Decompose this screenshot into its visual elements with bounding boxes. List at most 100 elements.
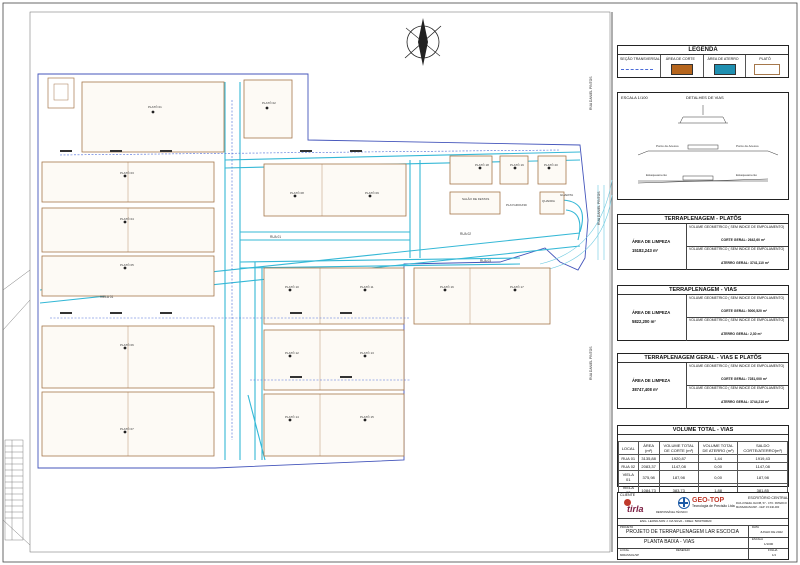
street-label: RUA DANIEL PINTOS [589,346,593,380]
project-label: PROJETO [620,525,634,529]
plateau-label: PLATÔ 05 [120,262,134,267]
geral-vol2: VOLUME GEOMETRICO ( SEM INDICE DE EMPOLA… [689,386,785,390]
plateau-label: PLATÔ 10 [285,284,299,289]
street-label: VIELA 01 [100,295,114,299]
street-label: RUA DANIEL PINTOS [597,191,601,225]
vias-vol1: VOLUME GEOMETRICO ( SEM INDICE DE EMPOLA… [689,296,785,300]
north-arrow-icon [404,18,442,66]
area-label: PLAYGROUND [506,203,528,207]
title-block: CLIENTE tirla RESPONSÁVEL TÉCNICO GEO-TO… [617,492,789,560]
sheet-value: 1/4 [772,553,776,557]
date-value: JUNHO DE 2022 [760,530,783,534]
plateau-label: PLATÔ 06 [120,342,134,347]
plateau-label: PLATÔ 13 [360,350,374,355]
plateau-outlines [41,79,567,457]
road-detail-panel: ESCALA 1/100 DETALHES DE VIAS Ponto de A… [617,92,789,200]
platos-vol1: VOLUME GEOMETRICO ( SEM INDICE DE EMPOLA… [689,225,785,229]
geral-area-value: 38747,408 m² [632,387,659,392]
geotop-logo-icon [678,497,690,509]
detail-label: Estaqueamento [646,173,667,177]
plateau-label: PLATÔ 19 [510,162,524,167]
street-label: RUA DANIEL PINTOS [589,76,593,110]
vias-corte: CORTE GERAL: 5000,520 m³ [721,309,767,313]
office-line: RUA JOSEFA JACOB, 57 - CTO. PATERCO [736,502,787,505]
legend-item-section: SEÇÃO TRANSVERSAL [618,55,661,77]
plateau-label: PLATÔ 18 [475,162,489,167]
office-line: MANSARAIVA/SP - CEP: 15.340-000 [736,506,780,509]
street-label: RUA 01 [270,235,281,239]
plateau-label: PLATÔ 11 [360,284,374,289]
geral-title: TERRAPLENAGEM GERAL - VIAS E PLATÔS [618,354,788,363]
plateau-pin-icons [123,106,551,434]
plateau-label: PLATÔ 08 [290,190,304,195]
plateau-label: PLATÔ 17 [510,284,524,289]
street-label: RUA 03 [480,259,491,263]
detail-title: DETALHES DE VIAS [686,95,724,100]
detail-label: Ponto de Acesso [656,144,679,148]
geral-corte: CORTE GERAL: 7281,000 m³ [721,377,767,381]
area-label: QUADRA [542,199,555,203]
vias-aterro: ATERRO GERAL: 2,30 m³ [721,332,762,336]
drawing-frame [29,11,611,553]
volume-table-title: VOLUME TOTAL - VIAS [618,426,788,435]
area-label: GUARITA [560,193,573,197]
plateau-label: PLATÔ 07 [120,426,134,431]
platos-title: TERRAPLENAGEM - PLATÔS [618,215,788,224]
vias-vol2: VOLUME GEOMETRICO ( SEM INDICE DE EMPOLA… [689,318,785,322]
legend-item-cut: ÁREA DE CORTE [661,55,704,77]
plateau-label: PLATÔ 14 [285,414,299,419]
client-logo: tirla [624,499,650,515]
volume-table-header: LOCAL ÁREA (m²) VOLUME TOTAL DE CORTE (m… [618,441,788,455]
platos-vol2: VOLUME GEOMETRICO ( SEM INDICE DE EMPOLA… [689,247,785,251]
geral-area-label: ÁREA DE LIMPEZA [632,378,671,383]
plateau-label: PLATÔ 01 [148,104,162,109]
vias-area-label: ÁREA DE LIMPEZA [632,310,671,315]
plateau-label: PLATÔ 20 [544,162,558,167]
vias-area-value: 5822,200 m² [632,319,656,324]
platos-corte: CORTE GERAL: 2642,60 m³ [721,238,766,242]
plateau-label: PLATÔ 03 [120,170,134,175]
client-label: CLIENTE [620,493,636,497]
detail-label: Estaqueamento [736,173,757,177]
date-label: DATA [752,525,760,529]
station-marks [60,150,362,378]
volume-table: LOCAL ÁREA (m²) VOLUME TOTAL DE CORTE (m… [618,441,788,497]
site-boundary [37,73,589,469]
project-name: PROJETO DE TERRAPLENAGEM LAR ESCOCIA [626,529,739,535]
scale-value: 1/1000 [764,542,774,546]
external-road [539,179,613,271]
platos-summary-panel: TERRAPLENAGEM - PLATÔS ÁREA DE LIMPEZA 1… [617,214,789,270]
area-label: SALÃO DE FESTAS [462,196,489,201]
vias-title: TERRAPLENAGEM - VIAS [618,286,788,295]
plateau-label: PLATÔ 09 [365,190,379,195]
engineer: ENG. LEONILSON J. DA SILVA - CREA: 50637… [640,519,712,523]
plateau-label: PLATÔ 02 [262,100,276,105]
legend-panel: LEGENDA SEÇÃO TRANSVERSAL ÁREA DE CORTE … [617,45,789,78]
volume-table-panel: VOLUME TOTAL - VIAS LOCAL ÁREA (m²) VOLU… [617,425,789,497]
geral-aterro: ATERRO GERAL: 3744,210 m³ [721,400,770,404]
plateau-dividers [127,162,471,456]
scale-label: ESCALA [752,537,764,541]
plateau-label: PLATÔ 12 [285,350,299,355]
company-sub: Tecnologia de Precisão Ltda [692,504,735,508]
platos-area-value: 15182,243 m² [632,248,659,253]
vias-summary-panel: TERRAPLENAGEM - VIAS ÁREA DE LIMPEZA 582… [617,285,789,341]
sheet-title: PLANTA BAIXA - VIAS [644,539,695,545]
responsible-label: RESPONSÁVEL TÉCNICO [656,511,688,514]
legend-title: LEGENDA [618,46,788,55]
geral-vol1: VOLUME GEOMETRICO ( SEM INDICE DE EMPOLA… [689,364,785,368]
location-value: MIRASSOL/SP [620,553,639,557]
detail-label: Ponto de Acesso [736,144,759,148]
section-lines [50,100,561,440]
legend-item-fill: ÁREA DE ATERRO [704,55,747,77]
legend-item-plato: PLATÔ [746,55,788,77]
margin-table [4,439,24,541]
plateau-label: PLATÔ 16 [440,284,454,289]
platos-area-label: ÁREA DE LIMPEZA [632,239,671,244]
company-name: GEO-TOP [692,497,725,504]
